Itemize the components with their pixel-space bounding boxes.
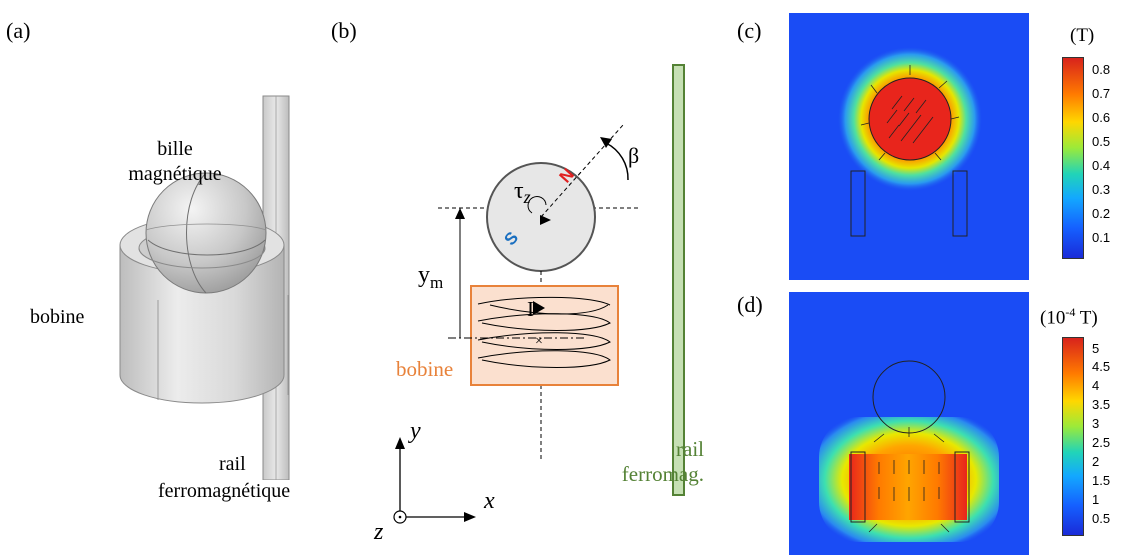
- beta-label: β: [628, 143, 640, 168]
- colorbar-d-tick: 3.5: [1092, 397, 1111, 412]
- colorbar-d-tick: 1: [1092, 492, 1100, 507]
- colorbar-d-tick: 0.5: [1092, 511, 1111, 526]
- ym-symbol: y: [418, 262, 430, 288]
- colorbar-c-tick: 0.6: [1092, 110, 1111, 125]
- coil-3d: [119, 244, 285, 404]
- colorbar-c-tick: 0.2: [1092, 206, 1111, 221]
- schematic: ×: [393, 64, 685, 524]
- axis-y-label: y: [410, 418, 421, 444]
- colorbar-d-tick: 5: [1092, 341, 1100, 356]
- colorbar-d-tick: 4: [1092, 378, 1100, 393]
- panel-label-c: (c): [737, 18, 762, 43]
- axis-z-label: z: [374, 519, 384, 545]
- field-map-c: [789, 13, 1029, 280]
- rail-schematic: [672, 64, 685, 496]
- label-coil: bobine: [30, 306, 85, 328]
- ym-subscript: m: [430, 273, 444, 292]
- label-ball-line2: magnétique: [128, 163, 222, 185]
- colorbar-c-tick: 0.8: [1092, 62, 1111, 77]
- label-rail-line1: rail: [219, 453, 246, 475]
- rail-schematic-label-1: rail: [676, 437, 704, 461]
- torque-subscript: z: [523, 187, 531, 207]
- label-ball-line1: bille: [157, 138, 193, 160]
- torque-symbol: τ: [514, 178, 524, 204]
- colorbar-d-tick: 2: [1092, 454, 1100, 469]
- colorbar-d-unit-suffix: T): [1075, 307, 1098, 329]
- panel-label-d: (d): [737, 292, 763, 317]
- ym-label: ym: [418, 262, 444, 292]
- colorbar-d-unit-prefix: (10: [1040, 307, 1066, 329]
- colorbar-c-tick: 0.4: [1092, 158, 1111, 173]
- colorbar-d-tick: 2.5: [1092, 435, 1111, 450]
- ball-3d: [145, 172, 267, 294]
- colorbar-c-tick: 0.1: [1092, 230, 1111, 245]
- colorbar-c-tick: 0.5: [1092, 134, 1111, 149]
- colorbar-d-unit: (10-4 T): [1040, 305, 1098, 329]
- current-label: I: [527, 297, 534, 321]
- axis-x-label: x: [484, 488, 495, 514]
- label-rail-line2: ferromagnétique: [158, 480, 291, 502]
- field-map-d: [789, 292, 1029, 555]
- render-3d: [119, 95, 290, 480]
- torque-label: τz: [514, 178, 531, 207]
- colorbar-c-tick: 0.7: [1092, 86, 1111, 101]
- colorbar-d-tick: 3: [1092, 416, 1100, 431]
- colorbar-c: [1062, 57, 1084, 259]
- panel-label-a: (a): [6, 18, 31, 43]
- panel-label-b: (b): [331, 18, 357, 43]
- rail-schematic-label-2: ferromag.: [621, 462, 704, 486]
- colorbar-d-unit-exponent: -4: [1065, 305, 1076, 319]
- colorbar-d: [1062, 337, 1084, 536]
- coil-schematic-label: bobine: [396, 357, 454, 381]
- colorbar-c-unit: (T): [1070, 25, 1095, 46]
- svg-text:×: ×: [535, 334, 543, 349]
- colorbar-c-tick: 0.3: [1092, 182, 1111, 197]
- colorbar-d-tick: 1.5: [1092, 473, 1111, 488]
- colorbar-d-tick: 4.5: [1092, 359, 1111, 374]
